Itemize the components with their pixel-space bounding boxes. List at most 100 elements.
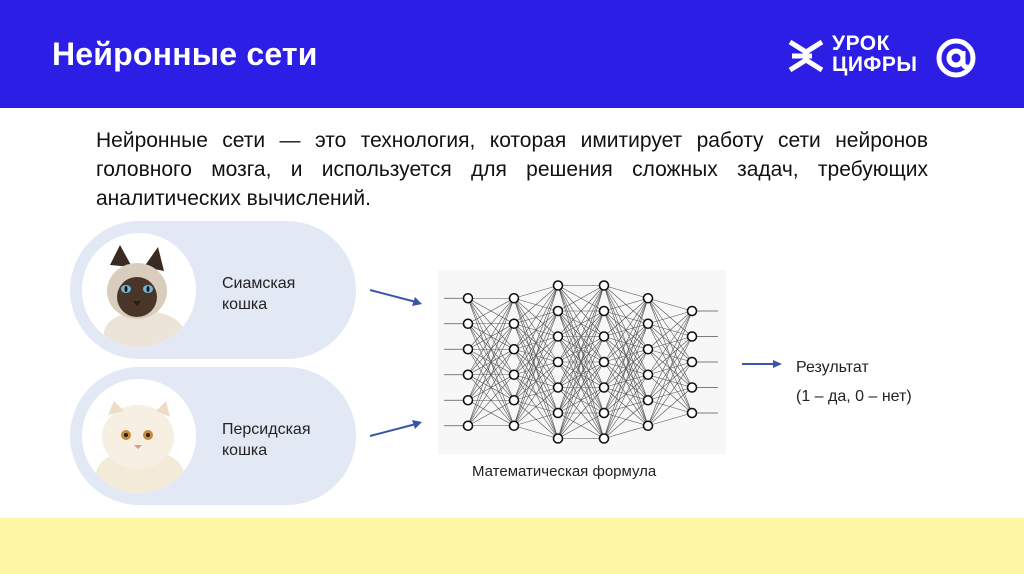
network-connection: [603, 298, 649, 414]
input-persian-cat: Персидская кошка: [70, 367, 356, 505]
network-connection: [647, 297, 693, 312]
network-node: [462, 292, 474, 304]
network-node: [598, 280, 610, 291]
network-connection: [467, 298, 515, 426]
persian-cat-photo: [82, 379, 196, 493]
network-connection: [603, 425, 649, 439]
intro-paragraph: Нейронные сети — это технология, которая…: [96, 129, 928, 210]
network-connection: [513, 285, 559, 426]
network-node: [552, 280, 564, 291]
network-connection: [513, 387, 559, 426]
network-connection: [513, 336, 559, 426]
network-connection: [647, 336, 693, 426]
network-connection: [557, 387, 605, 439]
network-connection: [557, 336, 605, 439]
network-node: [552, 407, 564, 419]
network-connection: [467, 323, 515, 426]
network-node: [642, 420, 654, 432]
network-connection: [603, 323, 649, 439]
output-result: Результат (1 – да, 0 – нет): [796, 353, 912, 411]
network-connection: [647, 387, 693, 426]
network-connection: [513, 425, 559, 439]
network-node: [508, 343, 520, 355]
network-connection: [647, 310, 693, 325]
network-node: [552, 382, 564, 393]
network-connection: [513, 285, 559, 299]
network-connection: [557, 310, 605, 439]
network-connection: [603, 349, 649, 439]
network-connection: [603, 374, 649, 439]
network-node: [686, 382, 698, 393]
arrow-icon: [742, 360, 782, 368]
network-node: [462, 369, 474, 381]
network-node: [598, 305, 610, 317]
network-connection: [647, 310, 693, 350]
page-title: Нейронные сети: [52, 36, 318, 72]
network-connection: [513, 412, 559, 427]
network-connection: [557, 412, 605, 439]
network-node: [598, 331, 610, 342]
network-connection: [647, 310, 693, 426]
input-label-persian: Персидская кошка: [222, 421, 311, 459]
network-node: [552, 305, 564, 317]
network-connection: [467, 298, 515, 350]
network-caption: Математическая формула: [472, 463, 657, 480]
network-connection: [647, 412, 693, 427]
siamese-cat-photo: [82, 233, 196, 347]
network-connection: [603, 297, 649, 312]
network-connection: [467, 298, 515, 375]
network-connection: [603, 298, 649, 363]
network-node: [462, 420, 474, 432]
network-connection: [603, 285, 649, 299]
arrow-icon: [369, 289, 422, 306]
network-node: [642, 394, 654, 406]
network-node: [552, 433, 564, 444]
network-connection: [557, 285, 605, 337]
network-connection: [467, 297, 515, 325]
input-siamese-cat: Сиамская кошка: [70, 221, 356, 359]
result-values: (1 – да, 0 – нет): [796, 388, 912, 405]
header-bar: Нейронные сети УРОК ЦИФРЫ: [0, 0, 1024, 108]
input-label-siamese: Сиамская кошка: [222, 275, 296, 313]
network-node: [598, 382, 610, 393]
network-node: [552, 356, 564, 368]
network-node: [598, 356, 610, 368]
network-connection: [513, 285, 559, 324]
neural-network-diagram: [438, 270, 726, 454]
network-connection: [467, 374, 515, 426]
network-connection: [467, 349, 515, 426]
network-node: [462, 318, 474, 330]
arrow-icon: [369, 420, 422, 437]
network-node: [686, 356, 698, 368]
network-connection: [647, 310, 693, 401]
network-connection: [513, 285, 559, 375]
network-connection: [557, 285, 605, 439]
network-connection: [603, 298, 649, 388]
network-node: [642, 292, 654, 304]
network-node: [552, 331, 564, 342]
network-connection: [557, 285, 605, 312]
network-connection: [557, 361, 605, 439]
network-node: [598, 407, 610, 419]
network-connection: [557, 285, 605, 388]
network-node: [508, 292, 520, 304]
network-connection: [513, 285, 559, 401]
network-node: [598, 433, 610, 444]
network-node: [508, 394, 520, 406]
network-connection: [647, 361, 693, 426]
network-node: [462, 343, 474, 355]
network-connection: [513, 310, 559, 426]
network-connection: [557, 285, 605, 363]
network-connection: [647, 310, 693, 375]
network-node: [508, 369, 520, 381]
network-connection: [557, 285, 605, 414]
network-connection: [467, 399, 515, 427]
network-node: [508, 420, 520, 432]
footer-bar: [0, 518, 1024, 574]
network-connection: [513, 361, 559, 426]
network-connection: [603, 298, 649, 439]
network-node: [642, 369, 654, 381]
network-connection: [513, 285, 559, 350]
network-node: [462, 394, 474, 406]
network-connection: [603, 400, 649, 439]
